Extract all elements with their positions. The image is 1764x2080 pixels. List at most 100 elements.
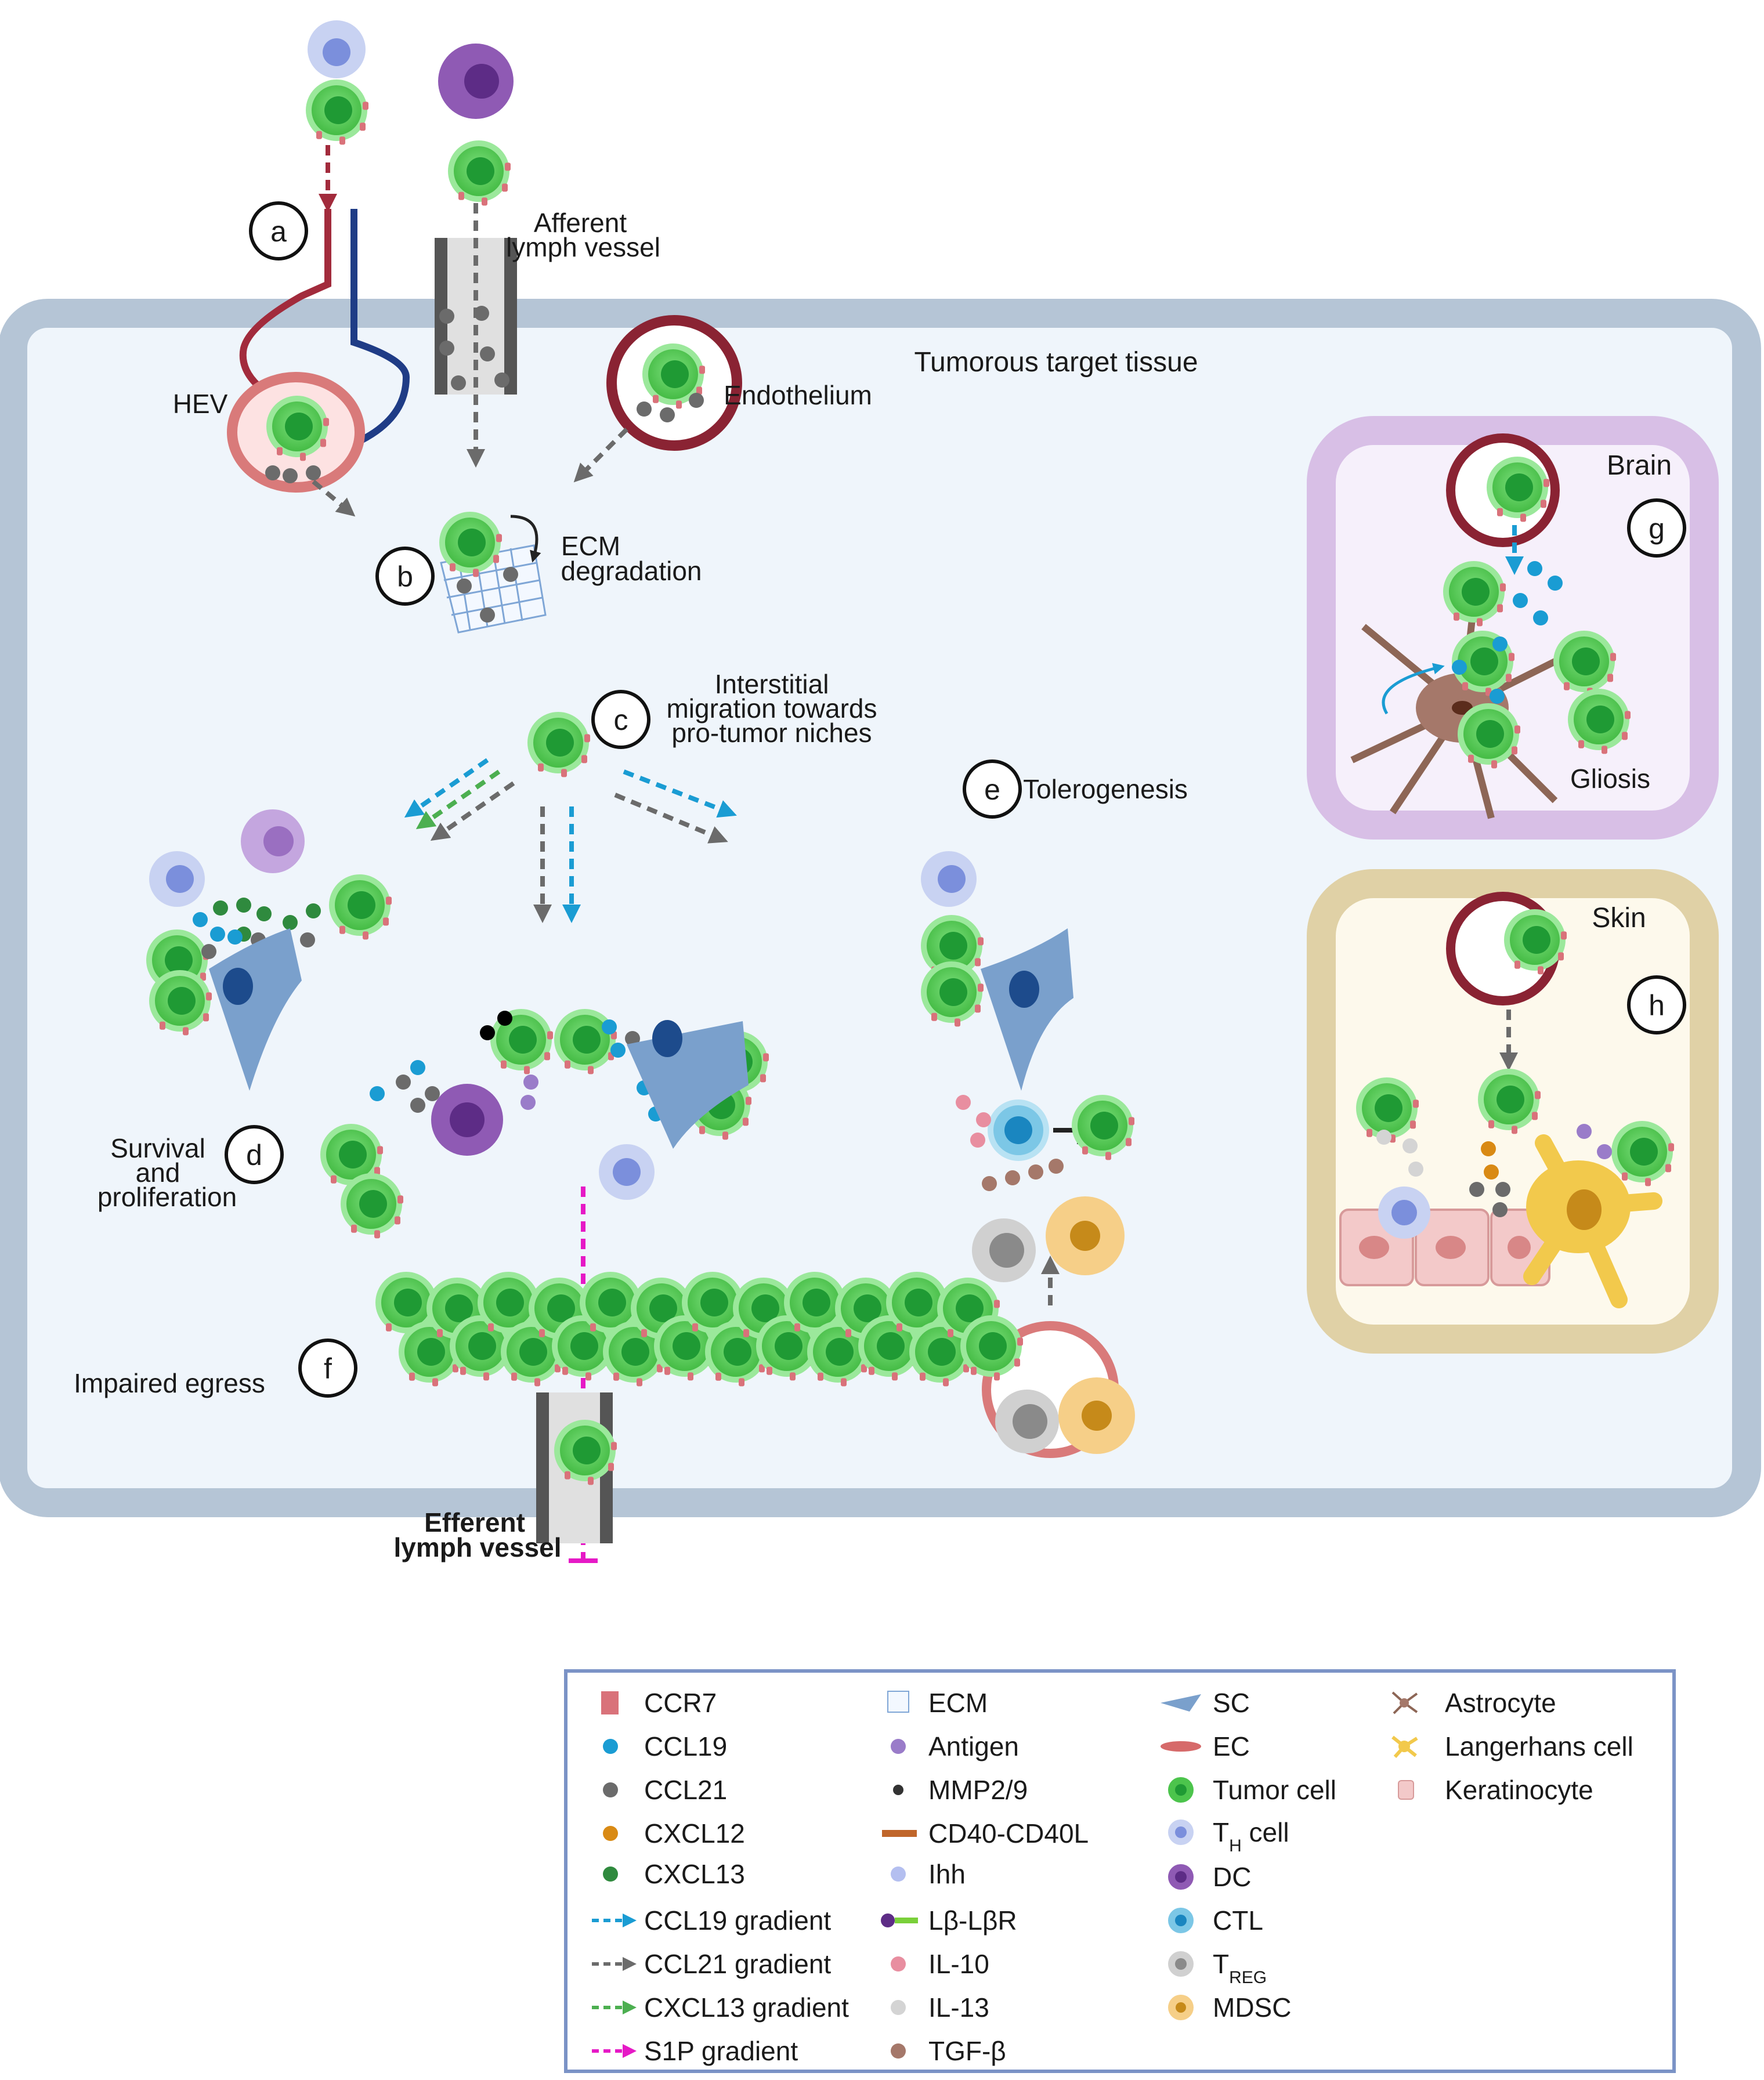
svg-text:e: e (984, 773, 1000, 806)
ccl21-dot (439, 309, 454, 324)
mdsc-icon (1168, 1995, 1194, 2020)
step-g: g (1627, 498, 1686, 558)
afferent-label-1: Afferent (534, 208, 627, 238)
svg-text:h: h (1649, 989, 1665, 1022)
svg-text:g: g (1649, 512, 1665, 545)
ccl21-dot (457, 578, 472, 594)
ccl19-dot (1527, 561, 1542, 576)
ccl21-dot (396, 1075, 411, 1090)
tumor-cell (909, 1321, 972, 1387)
lbeta-icon (881, 1913, 918, 1927)
cd40-icon (882, 1830, 917, 1837)
ccl19-icon (603, 1739, 618, 1754)
antigen-icon (891, 1739, 906, 1754)
ccl21-dot (480, 607, 495, 623)
endothelium-label: Endothelium (724, 380, 872, 410)
antigen-dot (1577, 1124, 1592, 1139)
legend-item: CXCL13 gradient (592, 1992, 849, 2023)
tumor-cell-icon (1168, 1777, 1194, 1803)
cxcl12-icon (603, 1826, 618, 1841)
ccl19-dot (610, 1043, 626, 1058)
step-a: a (249, 201, 308, 261)
legend-item: CCL19 (603, 1731, 727, 1761)
legend-label: CCL21 gradient (644, 1949, 831, 1979)
legend-label: DC (1213, 1862, 1251, 1892)
ccl21-dot (660, 407, 675, 422)
legend-label: IL-13 (928, 1992, 989, 2023)
ccl21-dot (410, 1098, 425, 1113)
tumor-cell (554, 1009, 617, 1075)
legend-label: CXCL13 gradient (644, 1992, 849, 2023)
mmp-icon (893, 1785, 903, 1795)
tumor-cell (1072, 1095, 1134, 1160)
ccl21-dot (306, 465, 321, 480)
treg-icon (1168, 1951, 1194, 1977)
il10-icon (891, 1956, 906, 1972)
il10-dot (956, 1095, 971, 1110)
il13-dot (1376, 1130, 1391, 1145)
legend-item: IL-10 (891, 1949, 989, 1979)
legend-label: MDSC (1213, 1992, 1291, 2023)
ccl21-icon (603, 1782, 618, 1797)
ccl21-dot (265, 465, 280, 480)
legend-item: Keratinocyte (1398, 1775, 1593, 1805)
svg-text:c: c (614, 704, 628, 736)
brain-label: Brain (1607, 450, 1672, 481)
cxcl13-dot (306, 903, 321, 918)
cxcl13-dot (236, 898, 251, 913)
ccl19-dot (1548, 576, 1563, 591)
svg-text:f: f (324, 1352, 332, 1385)
tgfb-dot (1005, 1170, 1020, 1185)
cxcl12-dot (1484, 1164, 1499, 1180)
legend-label: Langerhans cell (1445, 1731, 1633, 1761)
ccl19-dot (210, 927, 225, 942)
legend-label: Tumor cell (1213, 1775, 1336, 1805)
tgfb-dot (982, 1176, 997, 1191)
antigen-dot (520, 1095, 536, 1110)
ccl21-dot (439, 341, 454, 356)
th-cell-icon (1168, 1819, 1194, 1845)
svg-text:b: b (397, 560, 413, 593)
legend-item: CXCL13 (603, 1859, 745, 1889)
tolerogenesis-label: Tolerogenesis (1023, 774, 1188, 804)
tumor-cell (603, 1321, 666, 1387)
astrocyte-icon (1391, 1691, 1418, 1714)
legend-label: ECM (928, 1688, 988, 1718)
cxcl12-dot (1481, 1141, 1496, 1156)
legend-item: CCL19 gradient (592, 1905, 831, 1936)
ccl19-dot (1452, 660, 1467, 675)
tumor-cell (439, 512, 502, 577)
legend-item: CCR7 (601, 1688, 717, 1718)
tumor-cell (1487, 457, 1549, 522)
antigen-dot (523, 1075, 538, 1090)
ccl19-dot (410, 1060, 425, 1075)
sc-e (981, 928, 1073, 1091)
legend-item: CD40-CD40L (882, 1818, 1089, 1849)
tumor-cell (1504, 909, 1567, 975)
legend-label: S1P gradient (644, 2036, 798, 2066)
tumor-cell (329, 874, 392, 940)
legend-label: CD40-CD40L (928, 1818, 1089, 1849)
tumor-cell (784, 1272, 847, 1337)
antigen-dot (1597, 1144, 1612, 1159)
interstitial-label-3: pro-tumor niches (671, 718, 872, 748)
tumor-cell (1611, 1121, 1674, 1186)
tumor-cells (146, 79, 1674, 1485)
cxcl13-dot (256, 906, 272, 921)
ccr7-icon (601, 1691, 619, 1714)
tumor-cell (642, 343, 705, 409)
ccl21-dot (480, 346, 495, 361)
tgfb-dot (1028, 1164, 1043, 1180)
legend-label: Astrocyte (1445, 1688, 1556, 1718)
legend-item: Langerhans cell (1391, 1731, 1633, 1761)
ccl19-dot (227, 929, 243, 945)
step-f: f (298, 1339, 357, 1398)
legend-item: MDSC (1168, 1992, 1291, 2023)
legend-item: Astrocyte (1391, 1688, 1556, 1718)
ccl19-dot (602, 1019, 617, 1034)
step-b: b (375, 547, 435, 606)
ecm-label-1: ECM (561, 531, 620, 561)
